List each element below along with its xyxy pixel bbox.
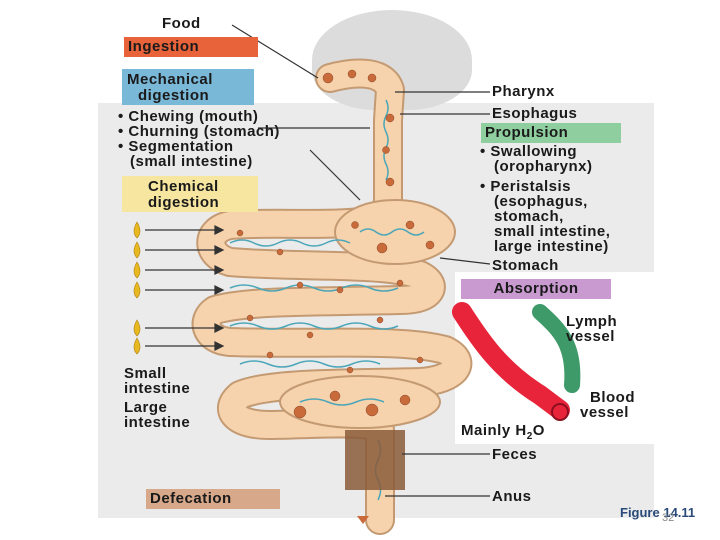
propulsion-item-1: • Swallowing	[480, 143, 578, 160]
exit-arrow	[357, 516, 369, 524]
label-stomach: Stomach	[492, 257, 559, 274]
box-ingestion: Ingestion	[124, 37, 258, 57]
mechanical-item-1: • Chewing (mouth)	[118, 108, 259, 125]
box-defecation: Defecation	[146, 489, 280, 509]
page-number: 32	[662, 512, 675, 524]
blood-vessel	[452, 302, 570, 420]
box-mechanical-digestion	[122, 69, 254, 105]
label-pharynx: Pharynx	[492, 83, 555, 100]
label-small-intestine-2: intestine	[124, 380, 191, 397]
propulsion-item-7: large intestine)	[494, 238, 609, 255]
label-chemical-2: digestion	[148, 194, 220, 211]
label-mechanical-1: Mechanical	[127, 71, 213, 88]
propulsion-item-5: stomach,	[494, 208, 564, 225]
propulsion-item-4: (esophagus,	[494, 193, 588, 210]
lymph-vessel	[532, 304, 581, 393]
label-blood-2: vessel	[580, 404, 629, 421]
mechanical-item-3: • Segmentation	[118, 138, 234, 155]
label-mainly-h2o: Mainly H2O	[461, 423, 545, 445]
box-absorption: Absorption	[461, 279, 611, 299]
label-h2o-o: O	[532, 422, 545, 439]
label-large-intestine-1: Large	[124, 399, 168, 416]
label-mainly-h: Mainly H	[461, 422, 527, 439]
label-large-intestine-2: intestine	[124, 414, 191, 431]
blood-vessel-end	[551, 403, 569, 421]
enzyme-arrows	[145, 225, 225, 351]
label-food: Food	[162, 15, 201, 32]
figure-caption: Figure 14.11	[620, 505, 696, 520]
label-mechanical-2: digestion	[138, 87, 210, 104]
label-blood-1: Blood	[590, 389, 635, 406]
label-small-intestine-1: Small	[124, 365, 167, 382]
food-particles	[236, 69, 435, 419]
feces-mass	[345, 430, 405, 490]
box-propulsion: Propulsion	[481, 123, 621, 143]
label-anus: Anus	[492, 488, 532, 505]
propulsion-item-3: • Peristalsis	[480, 178, 571, 195]
enzyme-drops	[133, 189, 141, 355]
propulsion-item-2: (oropharynx)	[494, 158, 593, 175]
label-esophagus: Esophagus	[492, 105, 578, 122]
label-feces: Feces	[492, 446, 538, 463]
label-chemical-1: Chemical	[148, 178, 219, 195]
label-lymph-1: Lymph	[566, 313, 618, 330]
digestive-tract	[191, 58, 473, 535]
label-h2o-subscript: 2	[526, 431, 533, 442]
label-lymph-2: vessel	[566, 328, 615, 345]
pointer-lines	[231, 24, 491, 497]
mechanical-item-4: (small intestine)	[130, 153, 253, 170]
box-chemical-digestion	[122, 176, 258, 212]
propulsion-item-6: small intestine,	[494, 223, 611, 240]
mechanical-item-2: • Churning (stomach)	[118, 123, 280, 140]
